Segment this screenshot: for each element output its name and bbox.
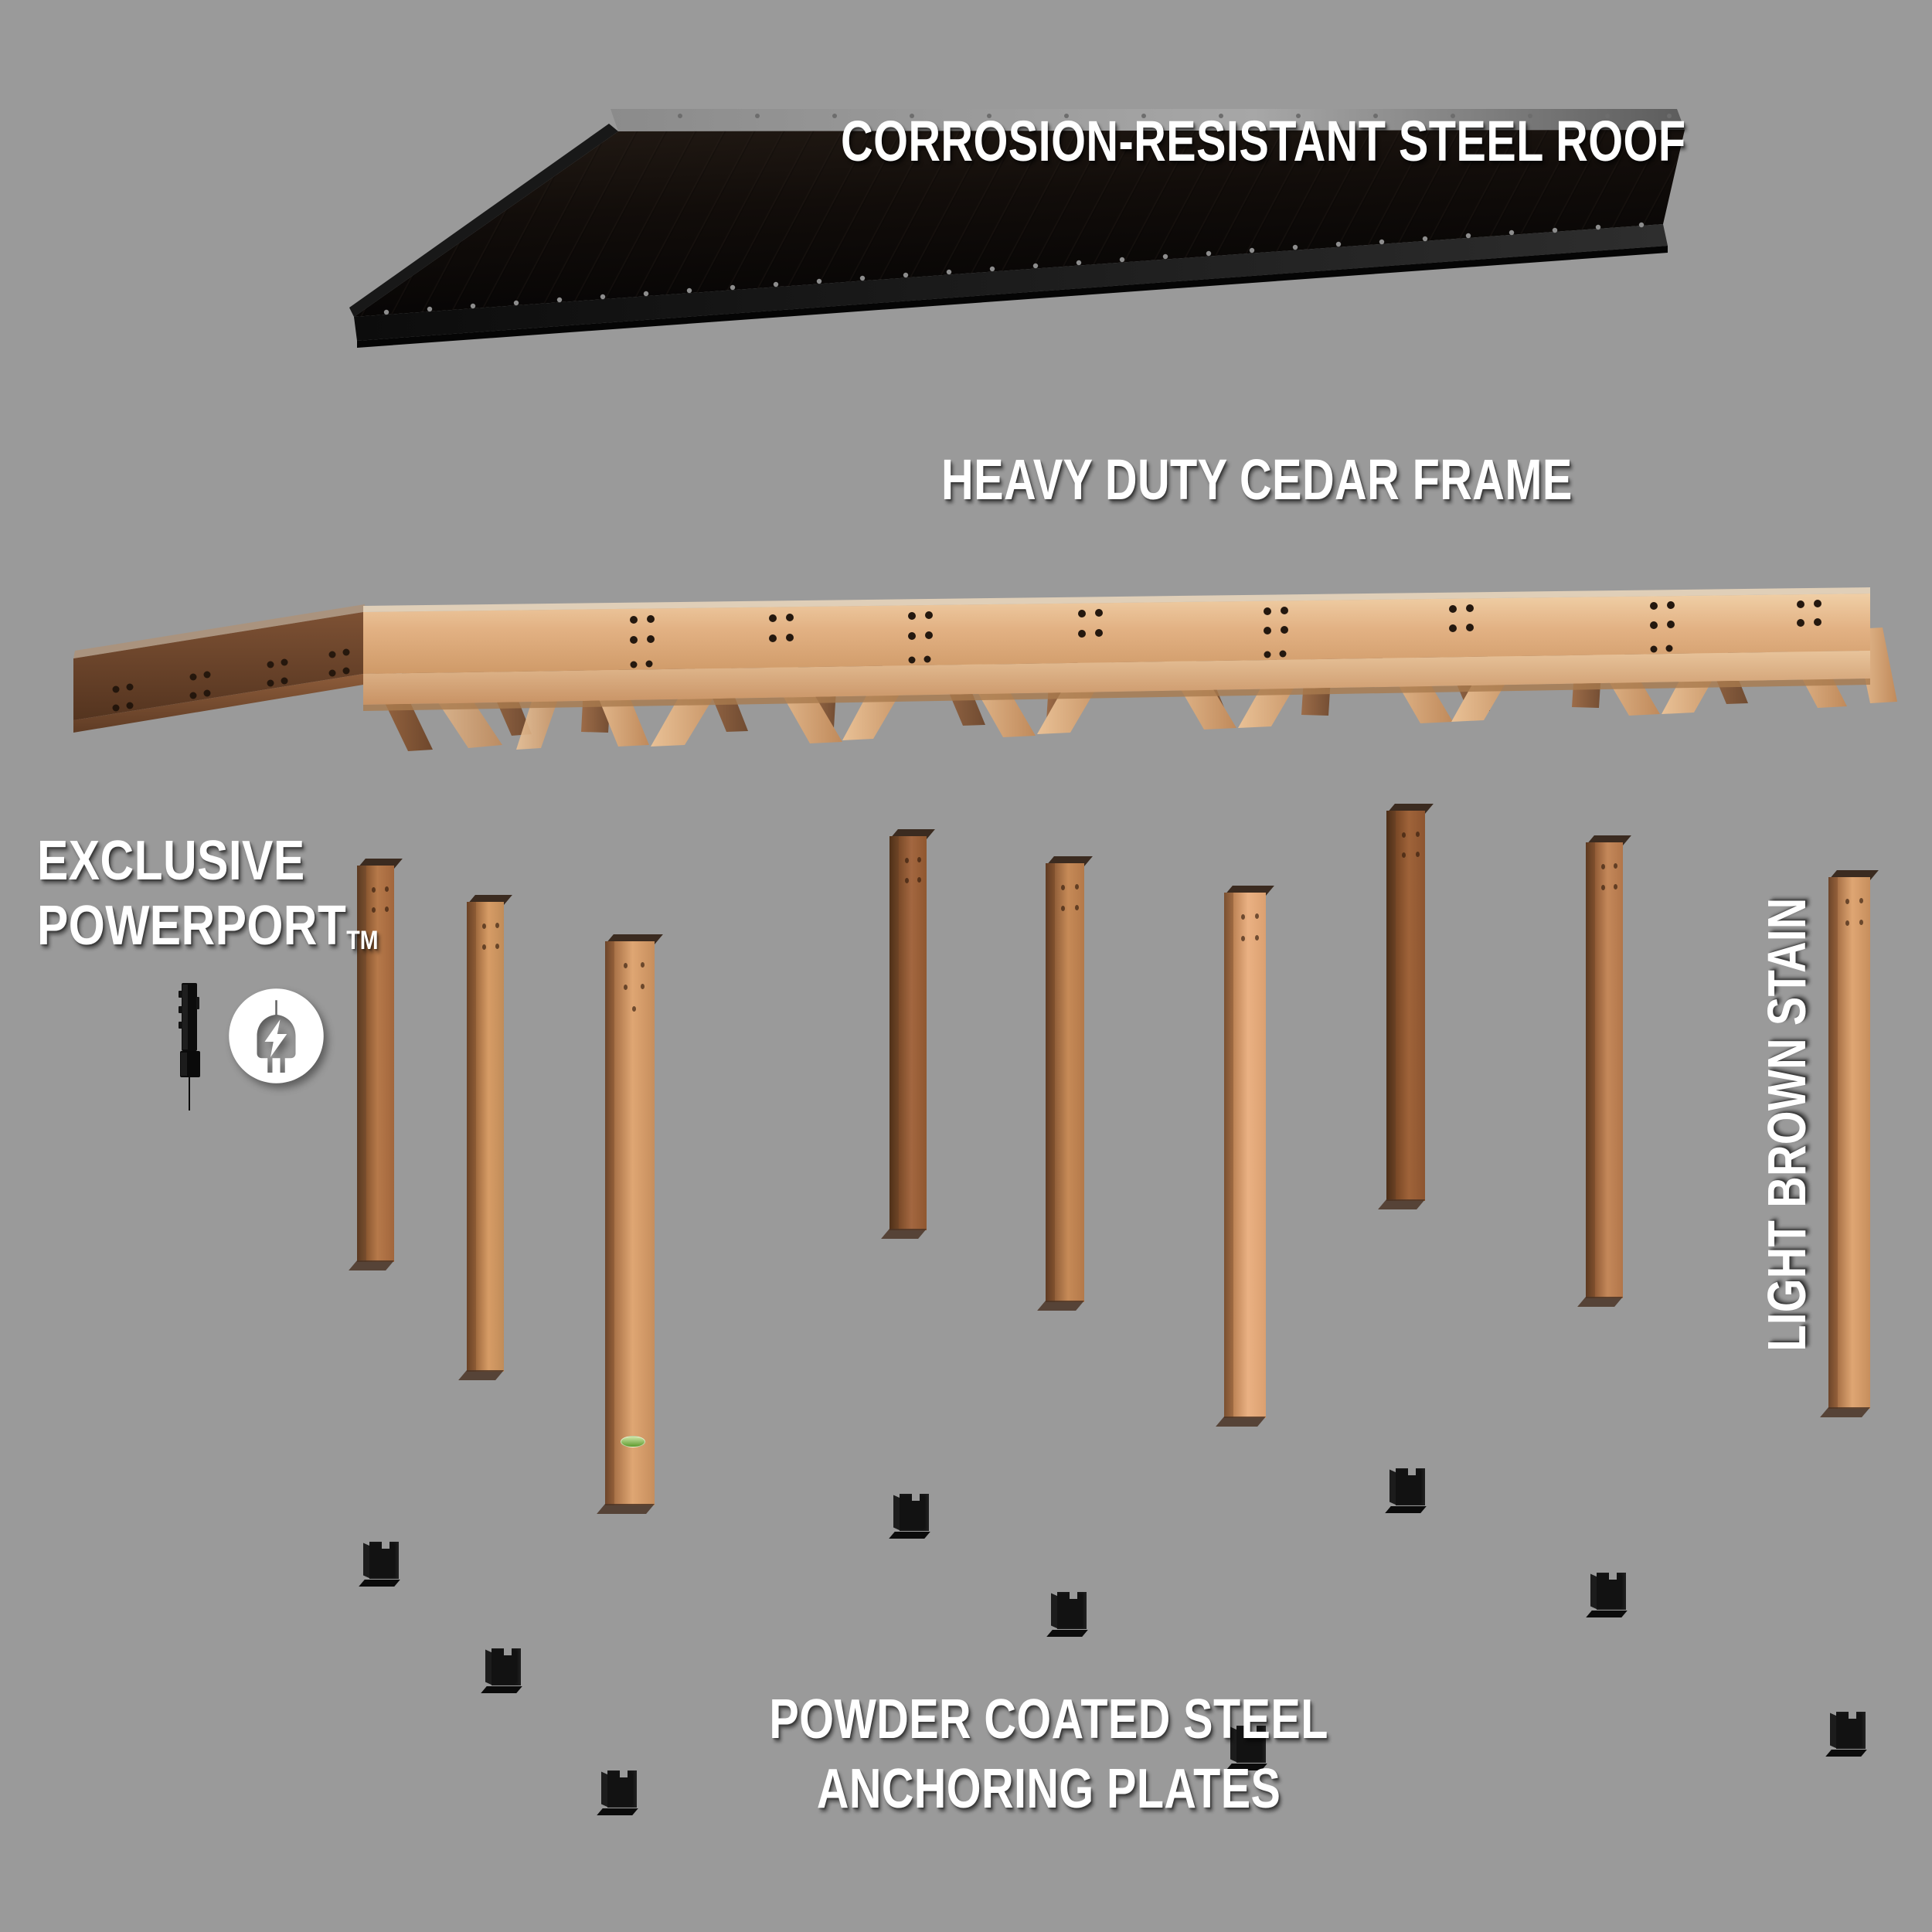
post-9	[1820, 870, 1879, 1417]
post-foot	[349, 1260, 394, 1270]
post-front-face	[614, 941, 655, 1505]
post-foot	[1577, 1297, 1623, 1307]
anchor-plate	[597, 1770, 638, 1815]
product-badge	[621, 1436, 645, 1447]
post-side-face	[1828, 877, 1838, 1409]
post-screw-holes	[1396, 828, 1425, 897]
anchor-plate	[1385, 1468, 1427, 1513]
powerport-line-1: EXCLUSIVE	[37, 830, 305, 892]
anchor-line-1: POWDER COATED STEEL	[769, 1689, 1328, 1750]
post-front-face	[1233, 893, 1266, 1418]
callout-cedar-frame: HEAVY DUTY CEDAR FRAME	[941, 447, 1573, 512]
anchor-line-2: ANCHORING PLATES	[816, 1758, 1281, 1820]
post-side-face	[467, 902, 476, 1372]
trademark-mark: TM	[346, 926, 379, 955]
post-side-face	[605, 941, 614, 1505]
anchor-plate	[481, 1648, 522, 1693]
post-7	[1378, 804, 1434, 1209]
anchor-plate	[889, 1494, 930, 1539]
post-foot	[1820, 1407, 1870, 1417]
post-side-face	[1046, 863, 1055, 1302]
post-foot	[1037, 1301, 1084, 1311]
post-6	[1216, 886, 1274, 1427]
post-5	[1037, 856, 1093, 1311]
post-8	[1577, 835, 1631, 1307]
anchor-plate	[1046, 1592, 1088, 1637]
steel-roof-graphic	[349, 109, 1685, 348]
callout-exclusive-powerport: EXCLUSIVE POWERPORTTM	[37, 828, 444, 968]
post-3	[597, 934, 663, 1514]
post-screw-holes	[614, 958, 655, 1028]
post-front-face	[899, 836, 927, 1230]
frame-bolts-left	[112, 648, 350, 712]
post-side-face	[1586, 842, 1595, 1298]
post-screw-holes	[476, 919, 504, 988]
post-front-face	[476, 902, 504, 1372]
post-side-face	[889, 836, 899, 1230]
powerport-line-2: POWERPORTTM	[37, 893, 379, 968]
post-front-face	[1838, 877, 1870, 1409]
post-1	[349, 859, 403, 1270]
post-side-face	[1224, 893, 1233, 1418]
post-side-face	[1386, 811, 1396, 1201]
callout-anchoring-plates: POWDER COATED STEEL ANCHORING PLATES	[699, 1685, 1398, 1824]
post-4	[881, 829, 935, 1239]
post-screw-holes	[1838, 894, 1870, 964]
power-cord-icon	[179, 983, 200, 1111]
anchor-plate	[359, 1542, 400, 1587]
frame-bolts	[630, 600, 1821, 668]
anchor-plate	[1226, 1726, 1267, 1770]
anchor-plate	[1825, 1712, 1867, 1757]
powerport-word: POWERPORT	[37, 895, 347, 957]
post-screw-holes	[899, 853, 927, 923]
post-front-face	[366, 866, 394, 1262]
post-screw-holes	[1233, 910, 1266, 979]
post-front-face	[1595, 842, 1623, 1298]
post-2	[458, 895, 512, 1380]
roof-screw-row-front	[383, 222, 1645, 315]
post-foot	[881, 1229, 927, 1239]
callout-steel-roof: CORROSION-RESISTANT STEEL ROOF	[841, 109, 1686, 173]
cedar-frame-graphic	[73, 587, 1897, 751]
post-side-face	[357, 866, 366, 1262]
post-front-face	[1055, 863, 1084, 1302]
post-foot	[1216, 1417, 1266, 1427]
post-foot	[1378, 1199, 1425, 1209]
post-front-face	[1396, 811, 1425, 1201]
post-screw-holes	[1595, 859, 1623, 929]
anchor-plate	[1586, 1573, 1628, 1617]
callout-light-brown-stain: LIGHT BROWN STAIN	[1757, 897, 1818, 1352]
post-foot	[597, 1504, 655, 1514]
post-foot	[458, 1370, 504, 1380]
post-screw-holes	[1055, 880, 1084, 950]
post-screw-holes	[366, 883, 394, 952]
callout-light-brown-stain-wrap: LIGHT BROWN STAIN	[1712, 862, 1817, 1372]
powerport-plug-bolt-icon	[229, 988, 324, 1083]
powerport-graphic-group	[143, 981, 344, 1213]
